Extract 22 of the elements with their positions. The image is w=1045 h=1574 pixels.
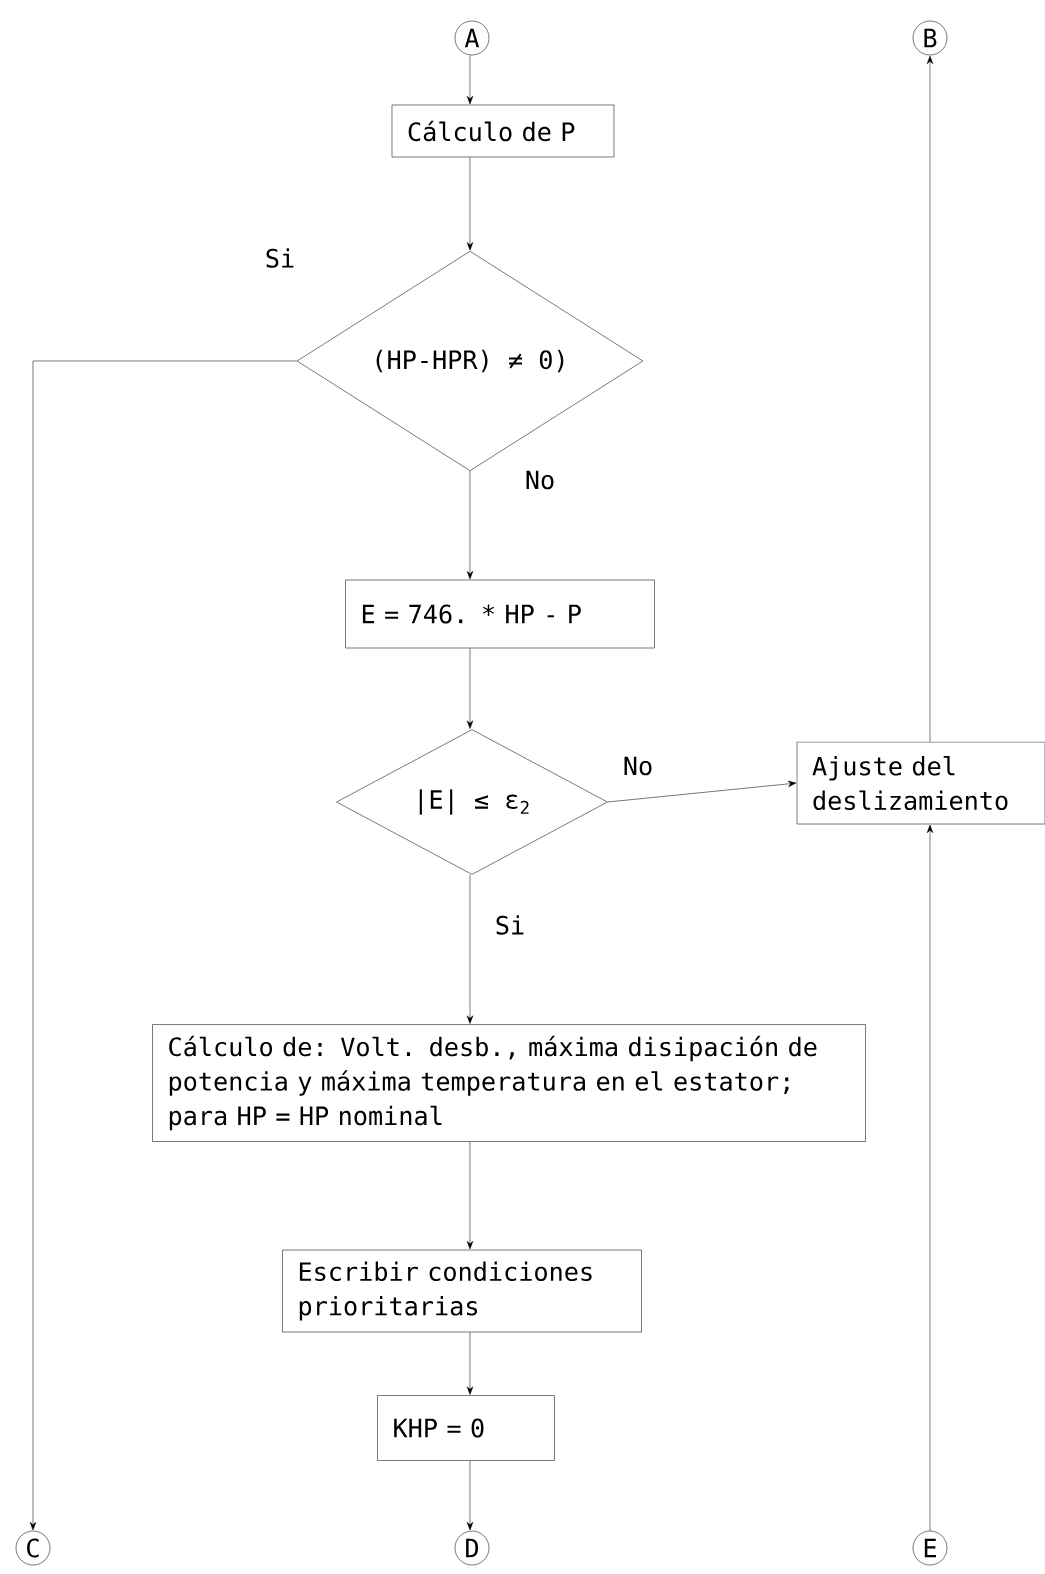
edge-label: Si — [263, 246, 297, 270]
process-box: Escribir condiciones prioritarias — [282, 1249, 642, 1333]
arrow — [466, 157, 474, 251]
process-box: KHP = 0 — [377, 1395, 555, 1461]
edge-label: Si — [493, 913, 527, 937]
arrow — [29, 360, 297, 1531]
arrow — [466, 874, 474, 1024]
arrow — [607, 780, 797, 803]
edge-label: No — [523, 469, 557, 491]
arrow — [466, 470, 474, 580]
arrow — [466, 1141, 474, 1250]
arrow — [466, 648, 474, 729]
process-box: Cálculo de: Volt. desb., máxima disipación de potencia y máxima temperatura en el estator; para HP = HP nominal — [152, 1024, 866, 1142]
process-box: Cálculo de P — [391, 104, 615, 158]
arrow — [466, 1332, 474, 1395]
arrow — [926, 55, 934, 743]
edge-label: No — [621, 755, 655, 777]
arrow — [466, 1460, 474, 1531]
process-box: Ajuste del deslizamiento — [796, 741, 1045, 825]
process-box: E = 746. * HP - P — [345, 579, 655, 649]
arrow — [466, 55, 474, 105]
arrow — [926, 824, 934, 1531]
